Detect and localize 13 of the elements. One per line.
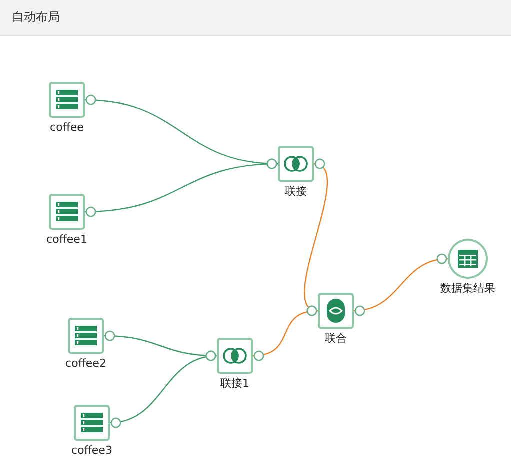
node-label: 数据集结果 [440, 282, 496, 295]
node-label: 联合 [325, 332, 347, 345]
connector [354, 254, 448, 316]
node-label: coffee3 [72, 444, 112, 457]
node-label: 联接1 [220, 377, 250, 390]
connector [84, 159, 278, 217]
connector [252, 306, 318, 361]
node-label: coffee2 [66, 357, 106, 370]
node-label: coffee [50, 121, 84, 134]
connector [110, 351, 218, 428]
node-label: coffee1 [46, 233, 88, 246]
title: 自动布局 [12, 9, 60, 26]
node-label: 联接 [285, 185, 307, 198]
